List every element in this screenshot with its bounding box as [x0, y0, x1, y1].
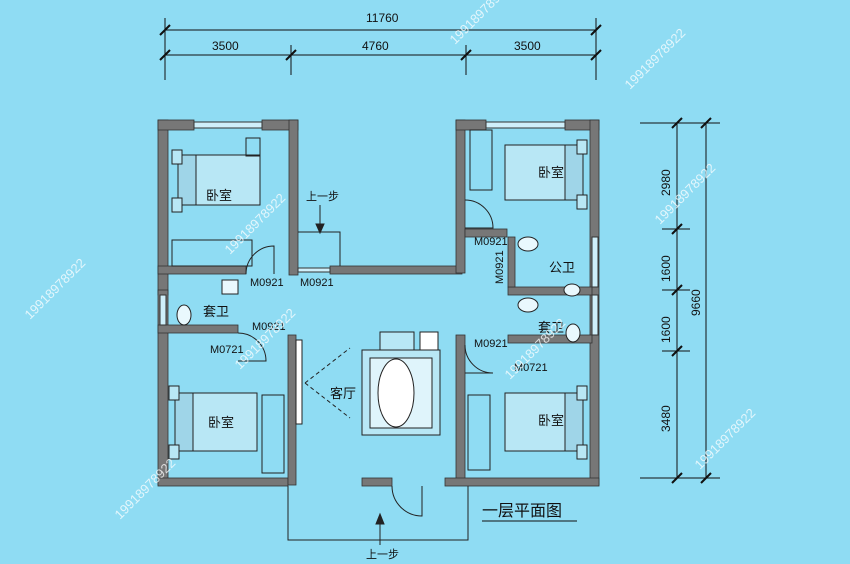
room-bedroom-top-right: 卧室	[538, 165, 564, 181]
dim-height-2: 1600	[659, 255, 673, 282]
door-label: M0921	[474, 338, 508, 350]
bed-bottom-right	[467, 385, 588, 471]
plan-title: 一层平面图	[482, 501, 562, 520]
bed-bottom-left	[168, 385, 285, 474]
door-label: M0721	[210, 344, 244, 356]
dim-total-width: 11760	[366, 11, 399, 25]
room-living-room: 客厅	[330, 386, 356, 402]
dim-height-1: 2980	[659, 169, 673, 196]
door-label: M0921	[252, 321, 286, 333]
watermark-text: 19918978922	[112, 455, 179, 522]
door-label: M0721	[514, 362, 548, 374]
dim-width-3: 3500	[514, 39, 541, 53]
door-label: M0921	[250, 277, 284, 289]
bath-fixtures	[176, 236, 581, 343]
right-dimensions	[640, 117, 720, 484]
dim-height-3: 1600	[659, 316, 673, 343]
door-label: M0921	[300, 277, 334, 289]
room-public-bath: 公卫	[549, 261, 575, 276]
dim-height-4: 3480	[659, 405, 673, 432]
step-label-lower: 上一步	[366, 548, 399, 561]
step-arrows	[315, 205, 385, 545]
watermark-text: 19918978922	[22, 255, 89, 322]
top-dimensions	[159, 18, 602, 80]
room-bedroom-bottom-left: 卧室	[208, 415, 234, 431]
watermark-text: 19918978922	[692, 405, 759, 472]
dim-width-2: 4760	[362, 39, 389, 53]
step-label-upper: 上一步	[306, 190, 339, 203]
dim-width-1: 3500	[212, 39, 239, 53]
windows	[159, 121, 599, 336]
bed-top-left	[171, 137, 261, 267]
living-room-furniture	[295, 331, 441, 436]
watermark-text: 19918978922	[447, 0, 514, 47]
watermark-layer: 19918978922 19918978922 19918978922 1991…	[22, 0, 759, 522]
room-bedroom-top-left: 卧室	[206, 188, 232, 204]
door-label: M0921	[474, 236, 508, 248]
room-ensuite-right: 套卫	[538, 320, 564, 336]
bed-top-right	[469, 129, 588, 210]
door-label: M0921	[494, 250, 506, 284]
room-bedroom-bottom-right: 卧室	[538, 413, 564, 429]
room-ensuite-left: 套卫	[203, 304, 229, 320]
door-swings	[237, 199, 494, 541]
watermark-text: 19918978922	[622, 25, 689, 92]
dim-total-height: 9660	[689, 289, 703, 316]
